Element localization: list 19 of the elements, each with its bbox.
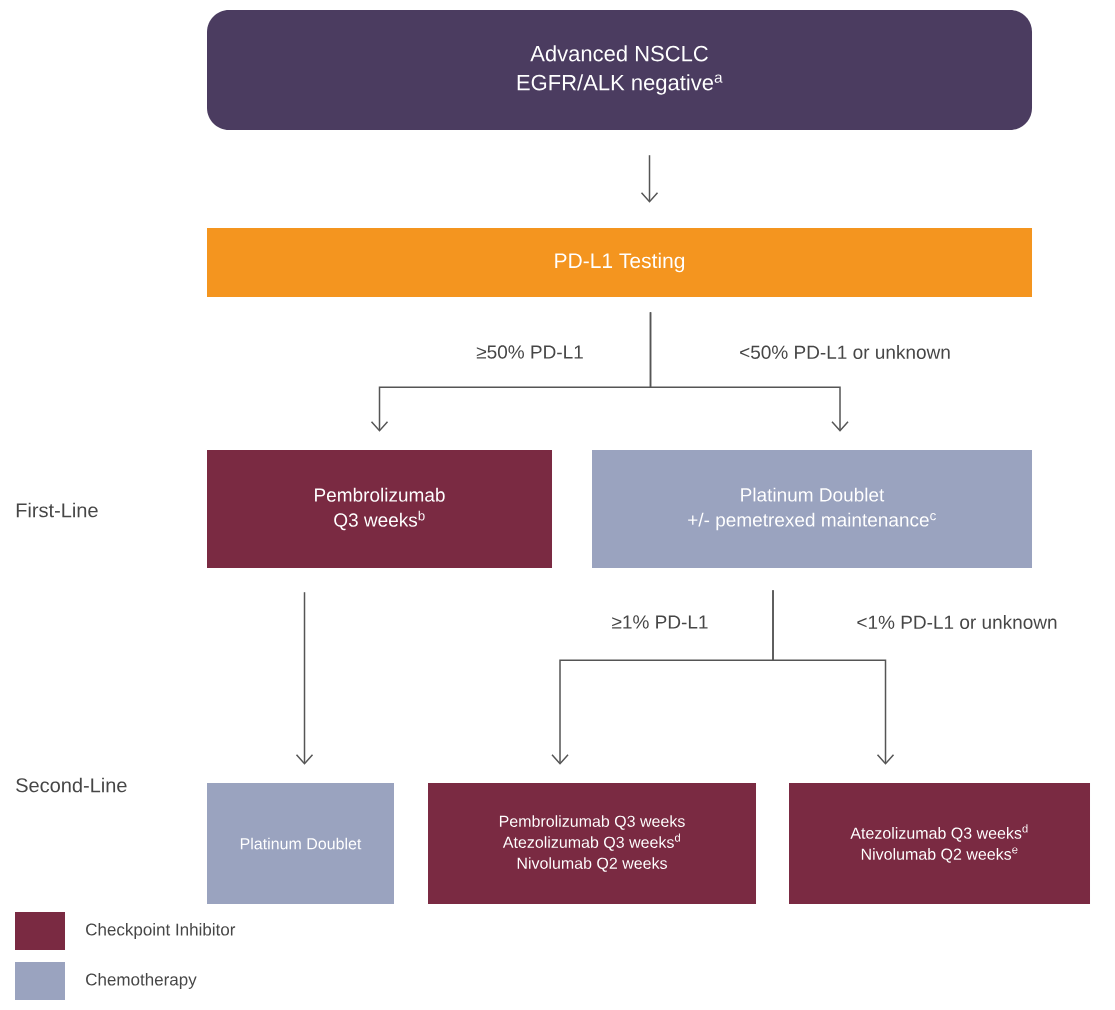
arrow xyxy=(295,591,314,765)
edge-label: ≥1% PD-L1 xyxy=(610,614,710,630)
edge-label: <1% PD-L1 or unknown xyxy=(855,614,1059,630)
row-label: First-Line xyxy=(16,502,98,518)
edge-label: <50% PD-L1 or unknown xyxy=(738,344,952,360)
testing-bar: PD-L1 Testing xyxy=(207,228,1032,297)
treatment-box: Pembrolizumab Q3 weeks$^{b}$ xyxy=(207,450,552,568)
treatment-box: Atezolizumab Q3 weeks$^{d}$ Nivolumab Q2 weeks$^{e}$ xyxy=(789,783,1090,904)
row-label: Second-Line xyxy=(16,777,127,793)
legend-text: Checkpoint Inhibitor xyxy=(86,923,236,939)
arrow xyxy=(649,311,849,432)
edge-label: ≥50% PD-L1 xyxy=(475,344,585,360)
treatment-box: Pembrolizumab Q3 weeks Atezolizumab Q3 weeks$^{d}$ Nivolumab Q2 weeks xyxy=(428,783,756,904)
arrow xyxy=(640,154,659,203)
title-box: Advanced NSCLC EGFR/ALK negative$^{a}$ xyxy=(207,10,1032,130)
legend-text: Chemotherapy xyxy=(86,973,197,989)
treatment-box: Platinum Doublet +/- pemetrexed maintenance$^{c}$ xyxy=(592,450,1032,568)
arrow xyxy=(772,589,895,765)
treatment-box: Platinum Doublet xyxy=(207,783,394,904)
